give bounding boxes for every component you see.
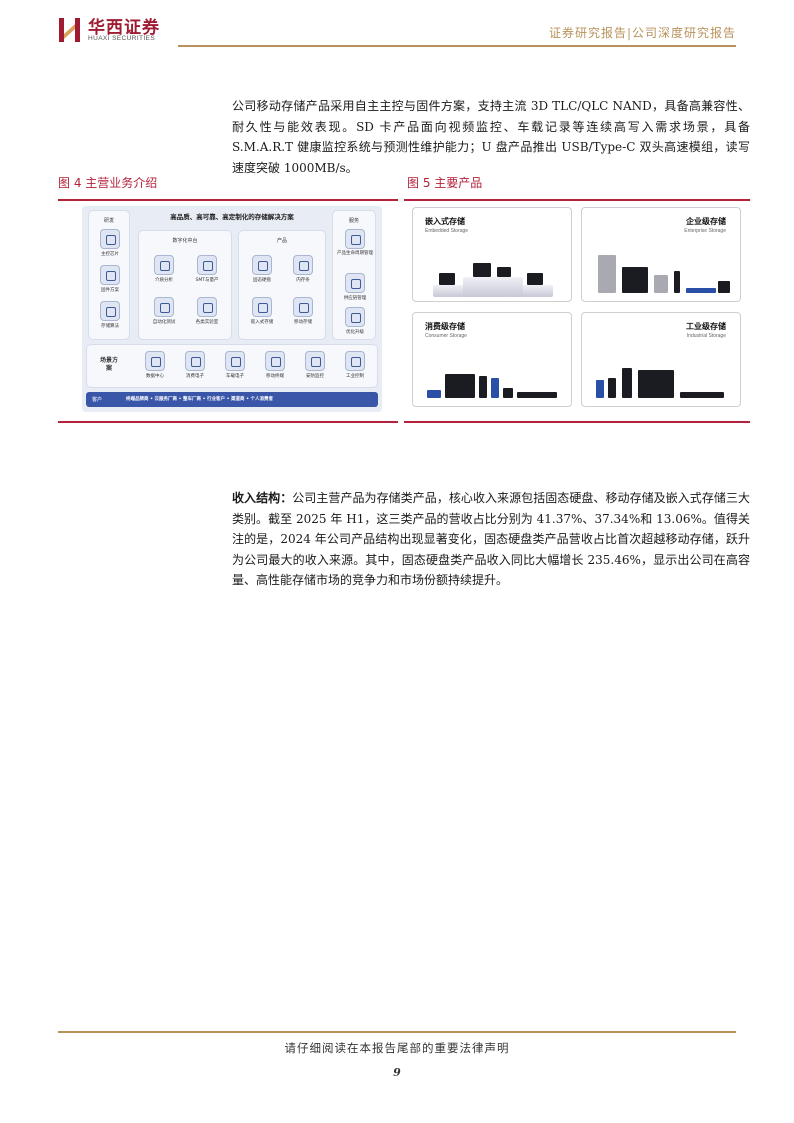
scene-item: 安防监控 <box>295 351 335 379</box>
product-card-industrial: 工业级存储 Industrial Storage <box>581 312 741 407</box>
rd-item: 存储算法 <box>90 301 130 329</box>
digital-item: SMT与量产 <box>187 255 227 283</box>
figure5-title: 图 5 主要产品 <box>407 176 483 190</box>
usb-drive-icon <box>293 297 313 317</box>
figure4-top-rule <box>58 199 398 201</box>
service-label: 服务 <box>348 218 359 224</box>
lifecycle-icon <box>345 229 365 249</box>
huaxi-logo-icon <box>59 18 80 42</box>
digital-platform-panel: 数字化中台 介质分析 SMT与量产 自动化测试 各类实验室 <box>138 230 232 340</box>
wave-icon <box>197 297 217 317</box>
service-item: 供应链管理 <box>335 273 375 301</box>
camera-icon <box>305 351 325 371</box>
figure4-bottom-rule <box>58 421 398 423</box>
business-diagram: 高品质、高可靠、高定制化的存储解决方案 研发 主控芯片 固件方案 存储算法 数字… <box>82 206 382 412</box>
rd-item: 固件方案 <box>90 265 130 293</box>
clients-bar: 客户 终端品牌商 • 云服务厂商 • 整车厂商 • 行业客户 • 渠道商 • 个… <box>86 392 378 407</box>
product-card-consumer: 消费级存储 Consumer Storage <box>412 312 572 407</box>
digital-label: 数字化中台 <box>172 238 198 244</box>
code-icon <box>100 301 120 321</box>
scene-item: 数据中心 <box>135 351 175 379</box>
revenue-structure-text: 公司主营产品为存储类产品，核心收入来源包括固态硬盘、移动存储及嵌入式存储三大类别… <box>232 491 750 587</box>
clients-label: 客户 <box>92 397 103 403</box>
figure5-top-rule <box>404 199 750 201</box>
ssd-icon <box>252 255 272 275</box>
service-item: 产品生命周期管理 <box>335 229 375 257</box>
product-item: 固态硬盘 <box>242 255 282 283</box>
service-panel: 服务 产品生命周期管理 供应链管理 优化升级 <box>332 210 376 340</box>
test-icon <box>154 297 174 317</box>
product-item: 内存条 <box>283 255 323 283</box>
logo-name-cn: 华西证券 <box>88 18 160 38</box>
firmware-icon <box>100 265 120 285</box>
product-item: 移动存储 <box>283 297 323 325</box>
footer-divider <box>58 1031 736 1033</box>
clients-list: 终端品牌商 • 云服务厂商 • 整车厂商 • 行业客户 • 渠道商 • 个人消费… <box>126 397 274 402</box>
header-divider <box>178 45 736 47</box>
digital-item: 介质分析 <box>144 255 184 283</box>
server-icon <box>145 351 165 371</box>
products-panel: 产品 固态硬盘 内存条 嵌入式存储 移动存储 <box>238 230 326 340</box>
rd-panel: 研发 主控芯片 固件方案 存储算法 <box>88 210 130 340</box>
scene-item: 消费电子 <box>175 351 215 379</box>
product-card-enterprise: 企业级存储 Enterprise Storage <box>581 207 741 302</box>
revenue-structure-lead: 收入结构： <box>232 491 293 505</box>
service-item: 优化升级 <box>335 307 375 335</box>
products-label: 产品 <box>276 238 287 244</box>
diagram-title: 高品质、高可靠、高定制化的存储解决方案 <box>170 213 294 221</box>
robot-arm-icon <box>345 351 365 371</box>
scene-item: 移动终端 <box>255 351 295 379</box>
figure5-bottom-rule <box>404 421 750 423</box>
memory-icon <box>293 255 313 275</box>
consumer-storage-image <box>423 358 561 402</box>
legal-disclaimer-note: 请仔细阅读在本报告尾部的重要法律声明 <box>284 1041 510 1055</box>
enterprise-storage-image <box>592 253 730 297</box>
watch-icon <box>265 351 285 371</box>
scene-item: 工业控制 <box>335 351 375 379</box>
product-item: 嵌入式存储 <box>242 297 282 325</box>
rd-label: 研发 <box>103 218 114 224</box>
digital-item: 各类实验室 <box>187 297 227 325</box>
scenes-panel: 场景方案 数据中心 消费电子 车载电子 移动终端 安防监控 工业控制 <box>86 344 378 388</box>
embedded-chip-icon <box>252 297 272 317</box>
car-icon <box>225 351 245 371</box>
logo-name-en: HUAXI SECURITIES <box>88 35 156 42</box>
page-number: 9 <box>393 1066 401 1079</box>
embedded-storage-image <box>423 253 561 297</box>
digital-item: 自动化测试 <box>144 297 184 325</box>
report-type: 证券研究报告|公司深度研究报告 <box>548 26 736 40</box>
magnifier-icon <box>154 255 174 275</box>
network-icon <box>345 273 365 293</box>
paragraph-revenue-structure: 收入结构：公司主营产品为存储类产品，核心收入来源包括固态硬盘、移动存储及嵌入式存… <box>232 488 750 591</box>
industrial-storage-image <box>592 358 730 402</box>
product-card-embedded: 嵌入式存储 Embedded Storage <box>412 207 572 302</box>
chip-icon <box>100 229 120 249</box>
cloud-upload-icon <box>345 307 365 327</box>
scenes-label: 场景方案 <box>99 357 118 372</box>
scene-item: 车载电子 <box>215 351 255 379</box>
figure4-title: 图 4 主营业务介绍 <box>58 176 158 190</box>
laptop-icon <box>185 351 205 371</box>
rd-item: 主控芯片 <box>90 229 130 257</box>
paragraph-mobile-storage: 公司移动存储产品采用自主主控与固件方案，支持主流 3D TLC/QLC NAND… <box>232 99 750 175</box>
factory-icon <box>197 255 217 275</box>
